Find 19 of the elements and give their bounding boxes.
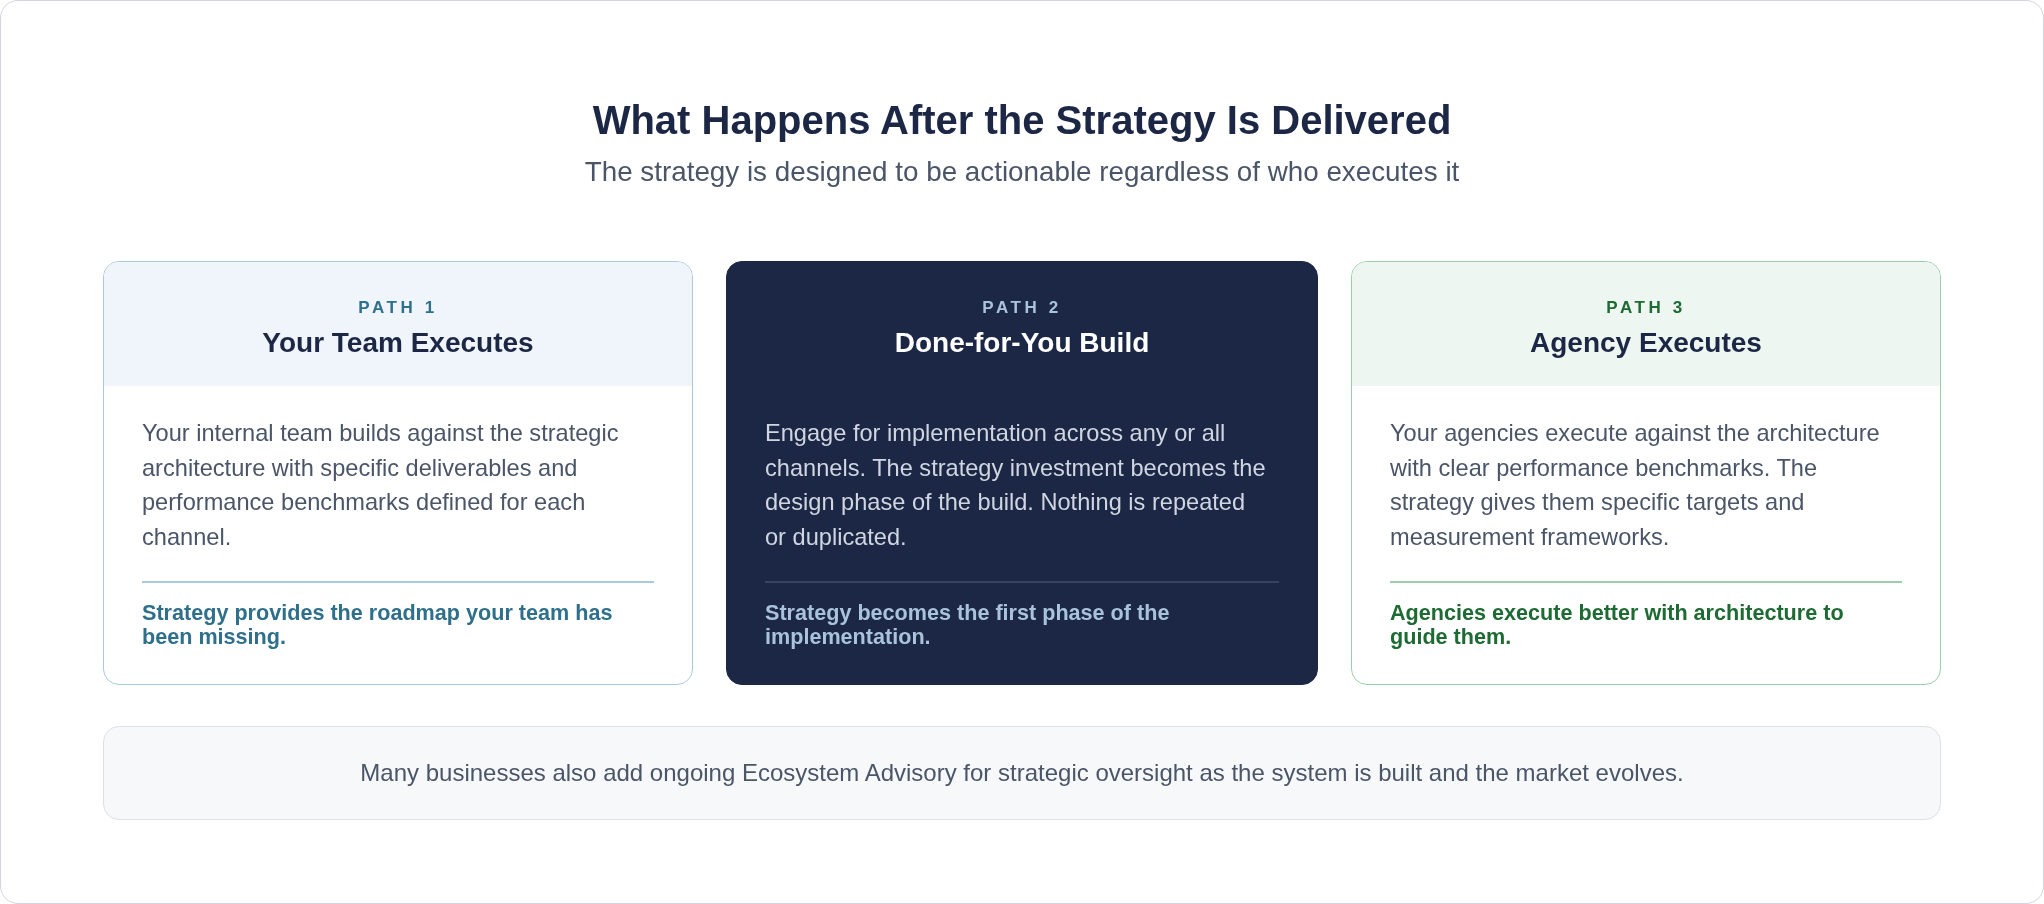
path-label: PATH 2	[982, 297, 1062, 319]
subtitle: The strategy is designed to be actionable regardless of who executes it	[584, 155, 1460, 189]
path-label: PATH 1	[358, 297, 438, 319]
card-heading: Agency Executes	[1530, 327, 1762, 359]
card-takeaway: Agencies execute better with architecture to guide them.	[1390, 601, 1845, 648]
card-takeaway: Strategy becomes the first phase of the implementation.	[765, 601, 1171, 648]
card-description: Engage for implementation across any or all channels. The strategy investment becomes the design phase of the build. Nothing is repeated or duplicated.	[765, 419, 1267, 552]
card-heading: Your Team Executes	[262, 327, 534, 359]
note-panel	[103, 726, 1941, 820]
card-takeaway: Strategy provides the roadmap your team has been missing.	[142, 601, 614, 648]
path-label: PATH 3	[1606, 297, 1686, 319]
note-text: Many businesses also add ongoing Ecosystem Advisory for strategic oversight as the system is built and the market evolves.	[360, 758, 1684, 788]
card-description: Your agencies execute against the architecture with clear performance benchmarks. The strategy gives them specific targets and measurement frameworks.	[1390, 419, 1881, 552]
card-description: Your internal team builds against the strategic architecture with specific deliverables and performance benchmarks defined for each channel.	[142, 419, 620, 552]
diagram-title: What Happens After the Strategy Is Delivered	[592, 97, 1452, 144]
card-heading: Done-for-You Build	[894, 327, 1150, 359]
path-card	[726, 261, 1318, 685]
path-card	[103, 261, 693, 685]
path-card	[1351, 261, 1941, 685]
